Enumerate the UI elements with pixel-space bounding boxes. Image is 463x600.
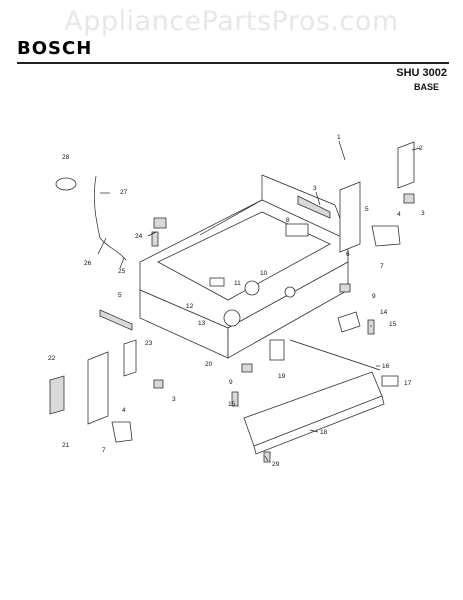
callout-7: 7 [102,447,106,454]
callout-6: 6 [346,251,350,258]
callout-18: 18 [320,429,328,436]
hinge-arm-right [397,141,415,189]
callout-3: 3 [172,396,176,403]
hinge-spring-right [297,195,331,219]
bracket-24 [153,217,167,229]
callout-5: 5 [118,292,122,299]
callout-4: 4 [397,211,401,218]
callout-4: 4 [122,407,126,414]
latch-left [111,421,133,443]
latch-right [371,225,401,247]
callout-20: 20 [205,361,213,368]
callout-10: 10 [260,270,268,277]
callout-3: 3 [421,210,425,217]
foot-17 [381,375,399,387]
callout-22: 22 [48,355,56,362]
callout-28: 28 [62,154,70,161]
callout-15: 15 [389,321,397,328]
brand-logo: BOSCH [17,38,93,59]
clip-right [403,193,415,204]
callout-17: 17 [404,380,412,387]
header-rule [17,62,449,64]
callout-11: 11 [234,280,241,287]
kickplate-18 [243,371,385,455]
callout-14: 14 [380,309,388,316]
valve-19 [269,339,285,361]
watermark: AppliancePartsPros.com [64,6,399,37]
cable-26 [97,237,107,255]
callout-3: 3 [313,185,317,192]
callout-26: 26 [84,260,92,267]
drain-hose [94,175,127,261]
callout-19: 19 [278,373,286,380]
side-bracket-left [49,351,109,425]
model-number: SHU 3002 [396,67,447,79]
callout-5: 5 [365,206,369,213]
clip-left [153,379,164,389]
callout-9: 9 [229,379,233,386]
float-switch [285,223,309,237]
leader-lines [100,140,421,462]
callout-9: 9 [372,293,376,300]
callout-25: 25 [118,268,126,275]
callout-23: 23 [145,340,153,347]
callout-24: 24 [135,233,143,240]
screw-15 [151,231,375,463]
callout-16: 16 [382,363,390,370]
plug-14 [337,311,361,333]
callout-15: 15 [228,401,236,408]
callout-12: 12 [186,303,194,310]
callout-21: 21 [62,442,70,449]
rod-16 [289,339,381,371]
callout-labels: 1 2 3 3 4 5 6 7 8 9 10 11 12 13 14 15 16… [48,134,425,468]
callout-1: 1 [337,134,341,141]
hinge-spring-left [99,309,133,331]
side-bracket-right [339,181,361,253]
callout-27: 27 [120,189,128,196]
callout-7: 7 [380,263,384,270]
callout-2: 2 [419,145,423,152]
hinge-arm-left [123,339,137,377]
hose-clamp [55,177,77,191]
base-frame [139,174,349,359]
callout-13: 13 [198,320,206,327]
callout-8: 8 [286,217,290,224]
callout-29: 29 [272,461,280,468]
clip-9 [241,283,351,373]
section-title: BASE [413,82,439,92]
